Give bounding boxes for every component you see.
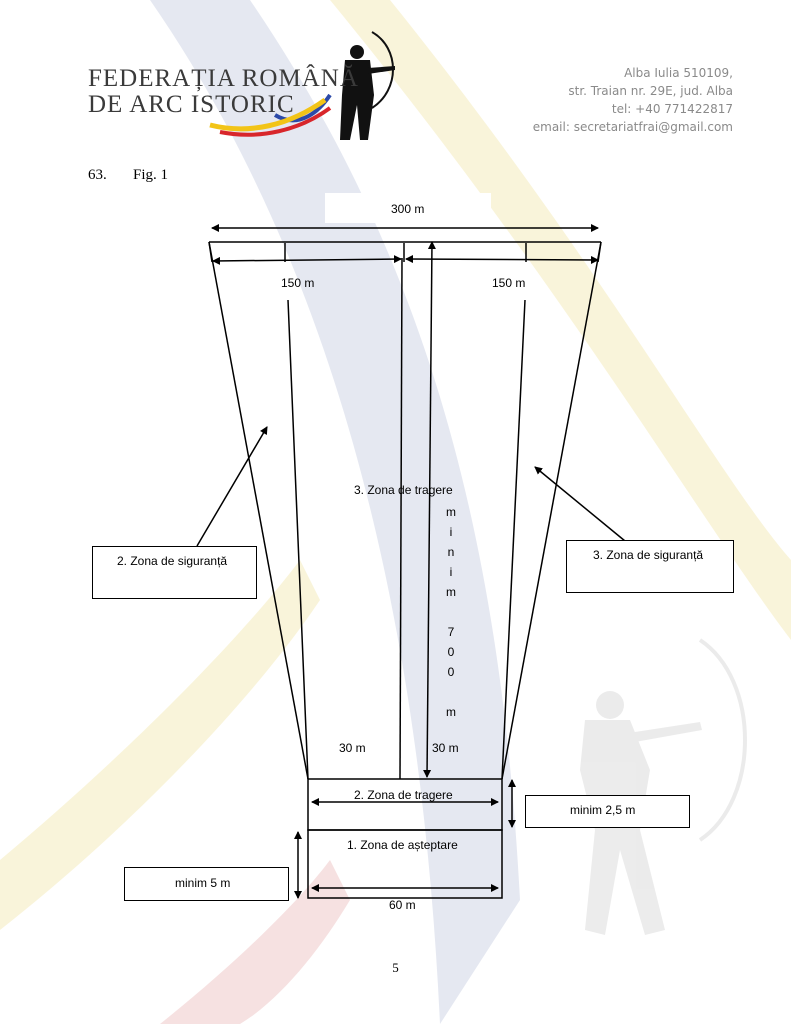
logo-text: FEDERAȚIA ROMÂNĂ DE ARC ISTORIC xyxy=(88,66,359,118)
half-right-arrow xyxy=(405,255,599,264)
contact-block: Alba Iulia 510109, str. Traian nr. 29E, … xyxy=(533,64,733,136)
vertical-char: m xyxy=(446,705,456,719)
safety-zone-right-box: 3. Zona de siguranță xyxy=(566,540,734,593)
waiting-depth-label: minim 5 m xyxy=(175,876,231,890)
vertical-char: i xyxy=(449,525,453,539)
center-line xyxy=(399,257,403,780)
address-line-1: Alba Iulia 510109, xyxy=(624,66,733,80)
length-700-arrow xyxy=(423,241,436,778)
half-right-label: 150 m xyxy=(492,276,526,290)
outer-boundary-right xyxy=(501,241,602,780)
yellow-stripe-lower xyxy=(0,560,320,930)
bottom-width-label: 60 m xyxy=(389,898,416,912)
vertical-char: 0 xyxy=(447,645,455,659)
waiting-zone xyxy=(307,829,503,899)
figure-number: 63. xyxy=(88,167,107,183)
offset-right-label: 30 m xyxy=(432,741,459,755)
inner-boundary-left xyxy=(287,299,309,780)
waiting-depth-box: minim 5 m xyxy=(124,867,289,901)
safety-zone-left-box: 2. Zona de siguranță xyxy=(92,546,257,599)
logo-archer-icon xyxy=(209,31,395,140)
vertical-char: i xyxy=(449,565,453,579)
vertical-char: m xyxy=(446,585,456,599)
shooting-zone-3-label: 3. Zona de tragere xyxy=(354,483,453,497)
safety-zone-left-label: 2. Zona de siguranță xyxy=(117,554,228,568)
half-left-label: 150 m xyxy=(281,276,315,290)
safety-left-callout-arrow xyxy=(196,426,268,547)
red-stripe xyxy=(160,860,350,1024)
vertical-char: m xyxy=(446,505,456,519)
width-total-label: 300 m xyxy=(391,202,425,216)
inner-boundary-right xyxy=(501,299,526,780)
outer-boundary-left xyxy=(208,241,309,780)
logo-line-2: DE ARC ISTORIC xyxy=(88,91,295,118)
safety-right-callout-arrow xyxy=(534,466,626,542)
shooting-line-zone xyxy=(307,778,503,831)
shooting-line-label: 2. Zona de tragere xyxy=(354,788,453,802)
shooting-depth-box: minim 2,5 m xyxy=(525,795,690,828)
width-label-box: 300 m xyxy=(325,193,491,223)
shooting-depth-label: minim 2,5 m xyxy=(570,803,636,817)
vertical-char: 0 xyxy=(447,665,455,679)
vertical-char: 7 xyxy=(447,625,455,639)
vertical-char: n xyxy=(447,545,455,559)
address-line-2: str. Traian nr. 29E, jud. Alba xyxy=(568,84,733,98)
email: email: secretariatfrai@gmail.com xyxy=(532,120,733,134)
logo-line-1: FEDERAȚIA ROMÂNĂ xyxy=(88,65,359,92)
page-number: 5 xyxy=(392,960,399,975)
half-left-arrow xyxy=(212,255,402,265)
offset-left-label: 30 m xyxy=(339,741,366,755)
waiting-zone-label: 1. Zona de așteptare xyxy=(347,838,458,852)
safety-zone-right-label: 3. Zona de siguranță xyxy=(593,548,704,562)
figure-caption: Fig. 1 xyxy=(133,167,169,183)
phone: tel: +40 771422817 xyxy=(611,102,733,116)
